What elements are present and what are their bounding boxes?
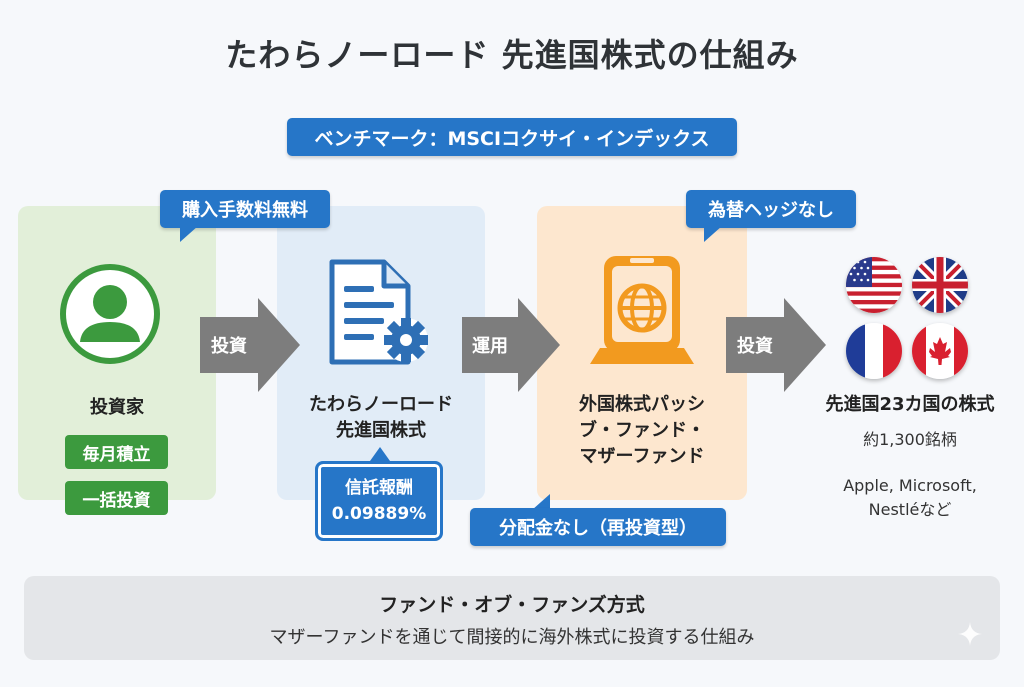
investor-label: 投資家 (90, 397, 144, 418)
monthly-investment-badge: 毎月積立 (65, 435, 168, 469)
fee-box-tail (370, 447, 390, 461)
invest-arrow-2: 投資 (726, 298, 826, 392)
currency-hedge-tag: 為替ヘッジなし (686, 190, 856, 228)
distribution-tag-tail (532, 494, 550, 510)
uk-flag-icon (912, 257, 968, 313)
france-flag-icon (846, 323, 902, 379)
arrow-head-icon (784, 298, 826, 392)
fund-name-line2: 先進国株式 (336, 420, 426, 441)
stock-examples-line2: Nestléなど (868, 500, 952, 519)
canada-flag-icon (912, 323, 968, 379)
operate-arrow: 運用 (462, 298, 560, 392)
distribution-tag: 分配金なし（再投資型） (470, 508, 726, 546)
lump-sum-badge: 一括投資 (65, 481, 168, 515)
invest-arrow-1: 投資 (200, 298, 300, 392)
currency-hedge-tag-tail (704, 226, 722, 242)
fund-of-funds-title: ファンド・オブ・ファンズ方式 (379, 594, 645, 616)
purchase-fee-tag: 購入手数料無料 (160, 190, 330, 228)
person-icon (60, 264, 160, 364)
benchmark-badge: ベンチマーク：MSCIコクサイ・インデックス (287, 118, 737, 156)
mother-fund-name: 外国株式パッシ ブ・ファンド・ マザーファンド (537, 392, 747, 470)
stocks-label: 先進国23カ国の株式 (825, 394, 995, 415)
arrow-head-icon (258, 298, 300, 392)
arrow-head-icon (518, 298, 560, 392)
trust-fee-label: 信託報酬 (345, 478, 413, 498)
fund-name-line1: たわらノーロード (309, 394, 453, 415)
fund-of-funds-box: ファンド・オブ・ファンズ方式 マザーファンドを通じて間接的に海外株式に投資する仕… (24, 576, 1000, 660)
trust-fee-value: 0.09889% (331, 504, 427, 524)
mother-fund-line3: マザーファンド (579, 446, 705, 467)
document-gear-icon (329, 259, 428, 365)
purchase-fee-tag-tail (180, 226, 198, 242)
invest-arrow-1-label: 投資 (200, 317, 258, 373)
stocks-count: 約1,300銘柄 (863, 430, 957, 449)
stock-examples-line1: Apple, Microsoft, (843, 476, 977, 495)
fund-of-funds-description: マザーファンドを通じて間接的に海外株式に投資する仕組み (269, 627, 755, 648)
mother-fund-line1: 外国株式パッシ (579, 394, 705, 415)
page-title: たわらノーロード 先進国株式の仕組み (225, 36, 799, 74)
invest-arrow-2-label: 投資 (726, 317, 784, 373)
operate-arrow-label: 運用 (462, 317, 518, 373)
mother-fund-line2: ブ・ファンド・ (579, 420, 705, 441)
sparkle-icon (958, 622, 982, 646)
us-flag-icon (846, 257, 902, 313)
fund-name: たわらノーロード 先進国株式 (277, 392, 485, 444)
stock-examples: Apple, Microsoft, Nestléなど (796, 474, 1024, 522)
trust-fee-box: 信託報酬 0.09889% (315, 461, 443, 541)
globe-device-icon (590, 256, 694, 364)
